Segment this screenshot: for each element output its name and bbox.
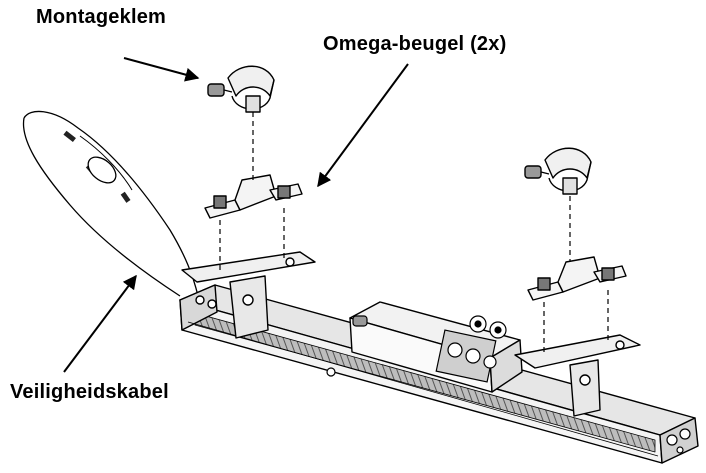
side-knob [326,315,368,377]
arrow-to-safety-cable [63,274,137,373]
callout-arrows [63,57,409,373]
right-body-bracket [514,334,641,417]
left-omega-bracket [204,174,303,219]
label-safety-cable: Veiligheidskabel [10,381,169,403]
assembly-guide-lines [219,112,609,352]
right-mounting-clamp [524,147,592,195]
label-omega-bracket: Omega-beugel (2x) [323,33,507,55]
arrow-to-clamp [123,57,200,82]
control-panel-ports [435,315,507,383]
cable-carabiner [87,156,117,184]
safety-cable [22,110,199,297]
left-mounting-clamp [207,65,275,113]
label-mounting-clamp: Montageklem [36,6,167,28]
left-body-bracket [181,251,316,339]
arrow-to-omega-bracket [317,63,409,188]
right-omega-bracket [527,256,627,301]
end-cap-connectors [666,428,691,454]
